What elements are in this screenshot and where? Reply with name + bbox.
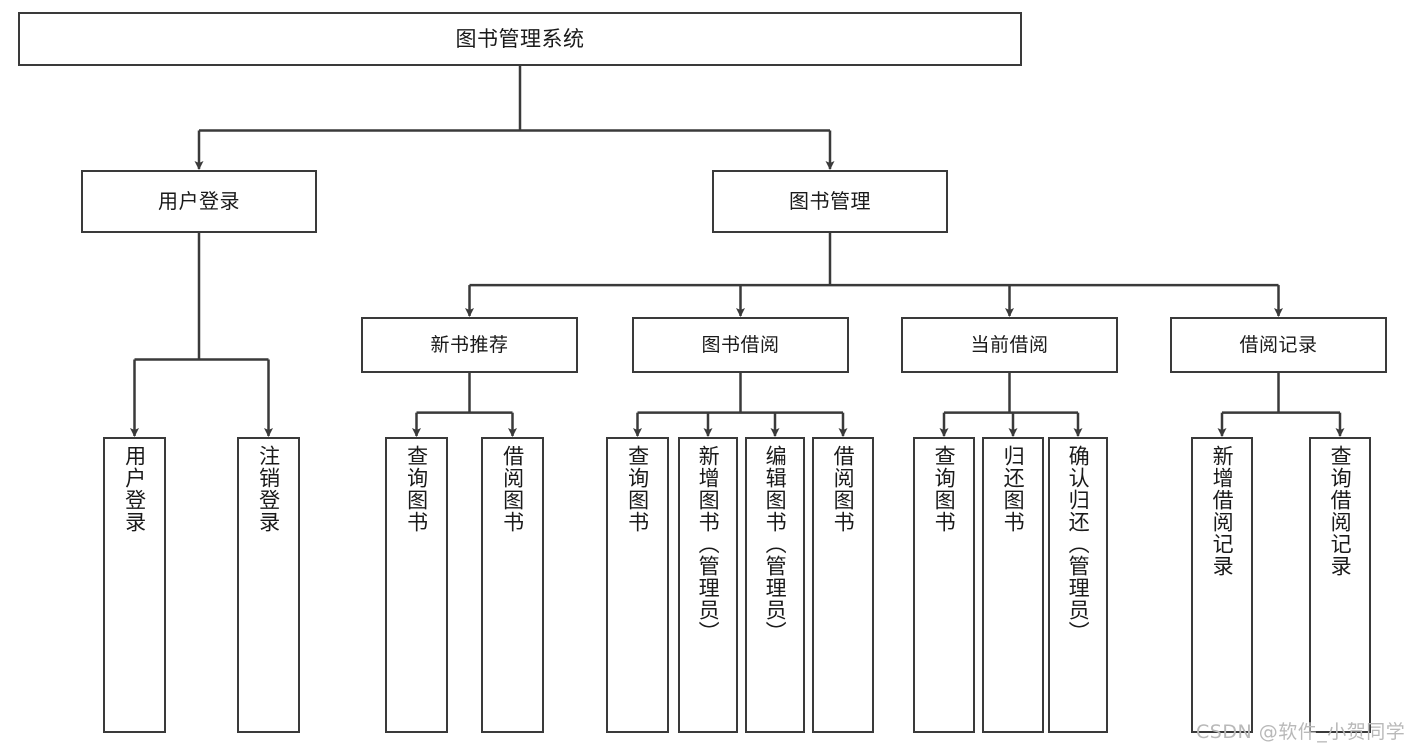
node-new-book-rec: 新书推荐	[361, 317, 578, 373]
node-label: 确认归还（管理员）	[1066, 445, 1091, 643]
node-leaf-leaf-add-record: 新增借阅记录	[1191, 437, 1253, 733]
node-book-mgmt: 图书管理	[712, 170, 948, 233]
node-root-root: 图书管理系统	[18, 12, 1022, 66]
node-label: 图书管理	[789, 188, 871, 213]
node-label: 图书借阅	[701, 333, 780, 356]
node-leaf-leaf-logout: 注销登录	[237, 437, 300, 733]
node-leaf-leaf-query-record: 查询借阅记录	[1309, 437, 1371, 733]
node-leaf-leaf-confirm-return: 确认归还（管理员）	[1048, 437, 1108, 733]
node-book-borrow: 图书借阅	[632, 317, 849, 373]
node-label: 当前借阅	[970, 333, 1049, 356]
node-label: 注销登录	[256, 445, 281, 533]
node-label: 用户登录	[122, 445, 147, 533]
node-leaf-leaf-edit-book: 编辑图书（管理员）	[745, 437, 805, 733]
watermark-text: CSDN @软件_小贺同学	[1196, 721, 1405, 743]
node-label: 借阅图书	[831, 445, 856, 533]
node-user-login: 用户登录	[81, 170, 317, 233]
node-label: 新增借阅记录	[1210, 445, 1235, 577]
node-label: 新增图书（管理员）	[696, 445, 721, 643]
node-label: 查询图书	[932, 445, 957, 533]
node-label: 查询借阅记录	[1328, 445, 1353, 577]
node-label: 借阅记录	[1239, 333, 1318, 356]
node-borrow-record: 借阅记录	[1170, 317, 1387, 373]
node-label: 查询图书	[625, 445, 650, 533]
node-leaf-leaf-add-book: 新增图书（管理员）	[678, 437, 738, 733]
node-leaf-leaf-query-book-1: 查询图书	[385, 437, 448, 733]
node-label: 图书管理系统	[455, 26, 585, 51]
node-leaf-leaf-query-book-2: 查询图书	[606, 437, 669, 733]
node-leaf-leaf-query-book-3: 查询图书	[913, 437, 975, 733]
node-label: 编辑图书（管理员）	[763, 445, 788, 643]
node-label: 查询图书	[404, 445, 429, 533]
node-label: 借阅图书	[500, 445, 525, 533]
node-leaf-leaf-user-login: 用户登录	[103, 437, 166, 733]
node-label: 用户登录	[158, 188, 240, 213]
node-leaf-leaf-return-book: 归还图书	[982, 437, 1044, 733]
node-label: 归还图书	[1001, 445, 1026, 533]
node-current-borrow: 当前借阅	[901, 317, 1118, 373]
node-leaf-leaf-borrow-book-2: 借阅图书	[812, 437, 874, 733]
node-leaf-leaf-borrow-book-1: 借阅图书	[481, 437, 544, 733]
node-label: 新书推荐	[430, 333, 509, 356]
